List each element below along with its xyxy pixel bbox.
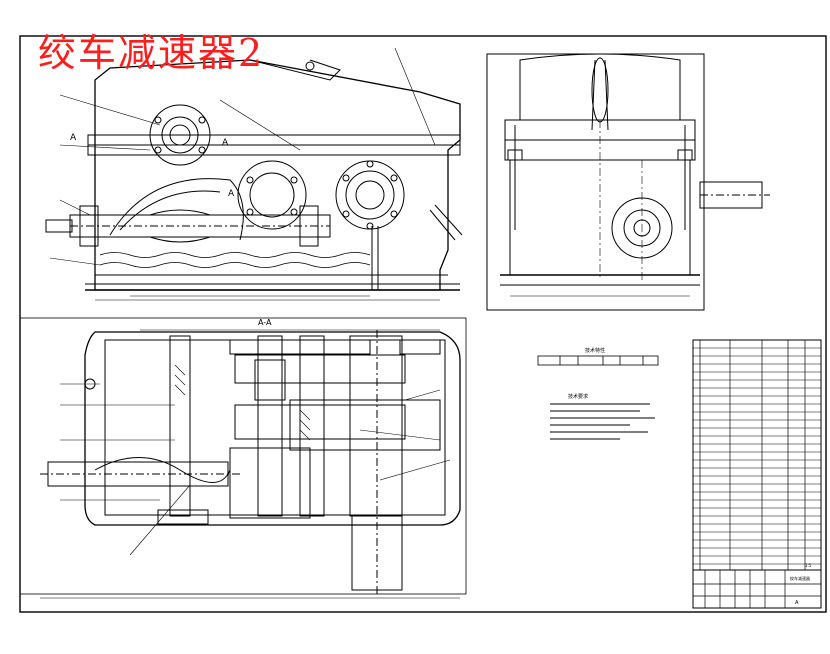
technical-notes-title: 技术要求: [568, 393, 588, 400]
title-block-name: 绞车减速器: [790, 575, 810, 581]
drawing-title: 绞车减速器2: [38, 31, 265, 75]
section-marker-a-1: A: [70, 133, 77, 143]
parts-list-rows: [693, 347, 821, 565]
section-marker-a-2: A: [222, 138, 229, 148]
side-view: [486, 53, 770, 311]
section-label: A-A: [258, 318, 272, 327]
parameter-table-title: 技术特性: [585, 347, 605, 354]
section-view: [19, 317, 467, 599]
front-view: [45, 47, 463, 301]
parts-list: [692, 339, 822, 609]
parameter-table: [537, 355, 659, 366]
title-block-scale: 1:5: [805, 563, 812, 568]
title-block-code: A: [795, 600, 799, 606]
technical-notes: [550, 403, 655, 440]
section-marker-a-3: A: [228, 189, 235, 199]
